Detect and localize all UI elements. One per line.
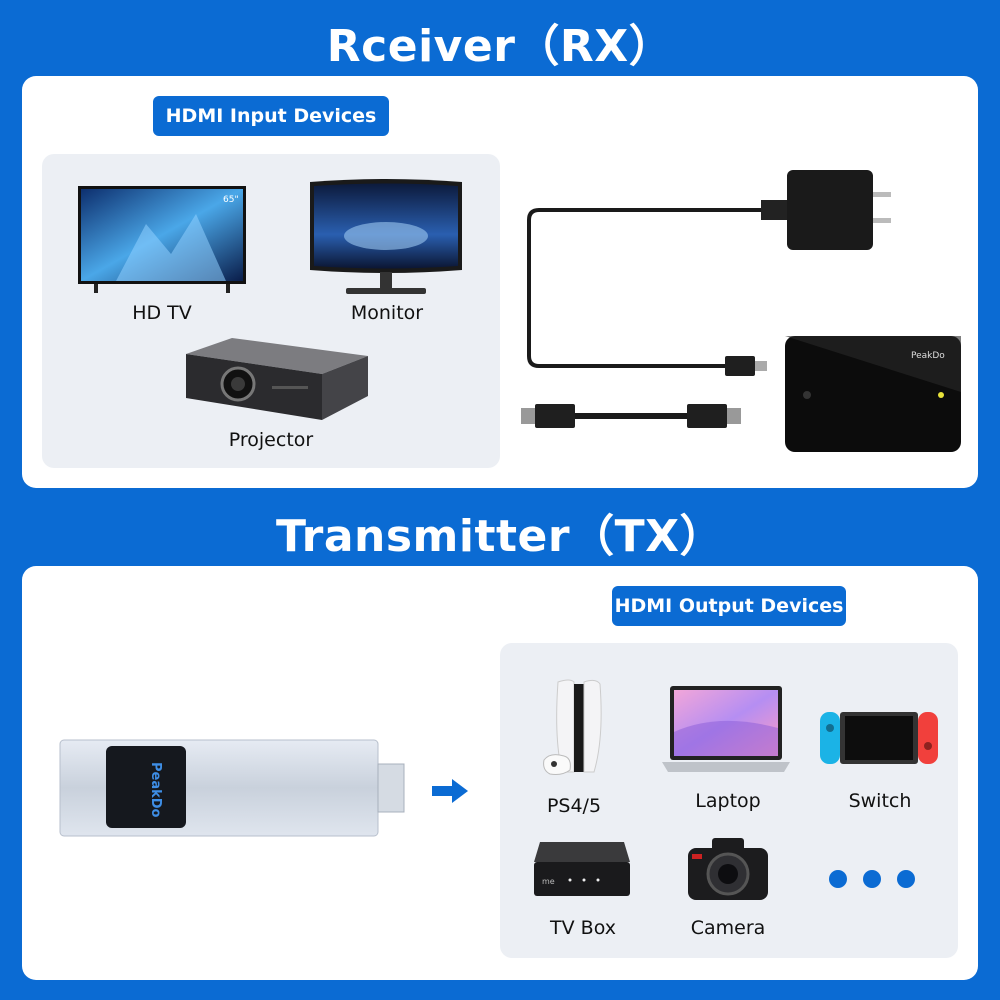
more-devices-icon: [829, 870, 915, 888]
handheld-console-icon: [820, 712, 938, 764]
tv-box-icon: me: [534, 842, 630, 896]
transmitter-panel: HDMI Output Devices PeakDo PS4/5: [22, 566, 978, 980]
device-label-laptop: Laptop: [695, 790, 761, 812]
dongle-brand: PeakDo: [148, 762, 163, 818]
svg-text:me: me: [542, 877, 555, 886]
laptop-icon: [662, 686, 790, 772]
device-label-switch: Switch: [848, 790, 912, 812]
device-label-camera: Camera: [690, 917, 766, 939]
device-label-monitor: Monitor: [350, 302, 424, 324]
device-label-ps: PS4/5: [546, 795, 602, 817]
input-devices-badge: HDMI Input Devices: [153, 96, 389, 136]
device-label-projector: Projector: [228, 429, 314, 451]
transmitter-title: Transmitter（TX）: [275, 511, 725, 562]
tv-size-label: 65": [223, 195, 239, 205]
power-adapter-icon: [787, 170, 873, 250]
output-devices-badge: HDMI Output Devices: [612, 586, 846, 626]
camera-icon: [688, 838, 768, 900]
device-label-tvbox: TV Box: [550, 917, 616, 939]
tv-icon: 65": [78, 186, 246, 293]
receiver-brand: PeakDo: [911, 351, 945, 361]
transmitter-dongle-icon: PeakDo: [59, 739, 405, 837]
receiver-panel: HDMI Input Devices 65" HD TV Monitor: [22, 76, 978, 488]
usb-cable: [527, 208, 761, 368]
arrow-right-icon: [432, 779, 468, 803]
projector-icon: [186, 338, 368, 420]
hdmi-cable: [521, 408, 535, 424]
receiver-kit-illustration: PeakDo: [521, 170, 961, 452]
monitor-icon: [310, 179, 462, 294]
device-label-hdtv: HD TV: [132, 302, 192, 324]
console-icon: [543, 679, 602, 775]
receiver-title: Rceiver（RX）: [326, 21, 674, 72]
